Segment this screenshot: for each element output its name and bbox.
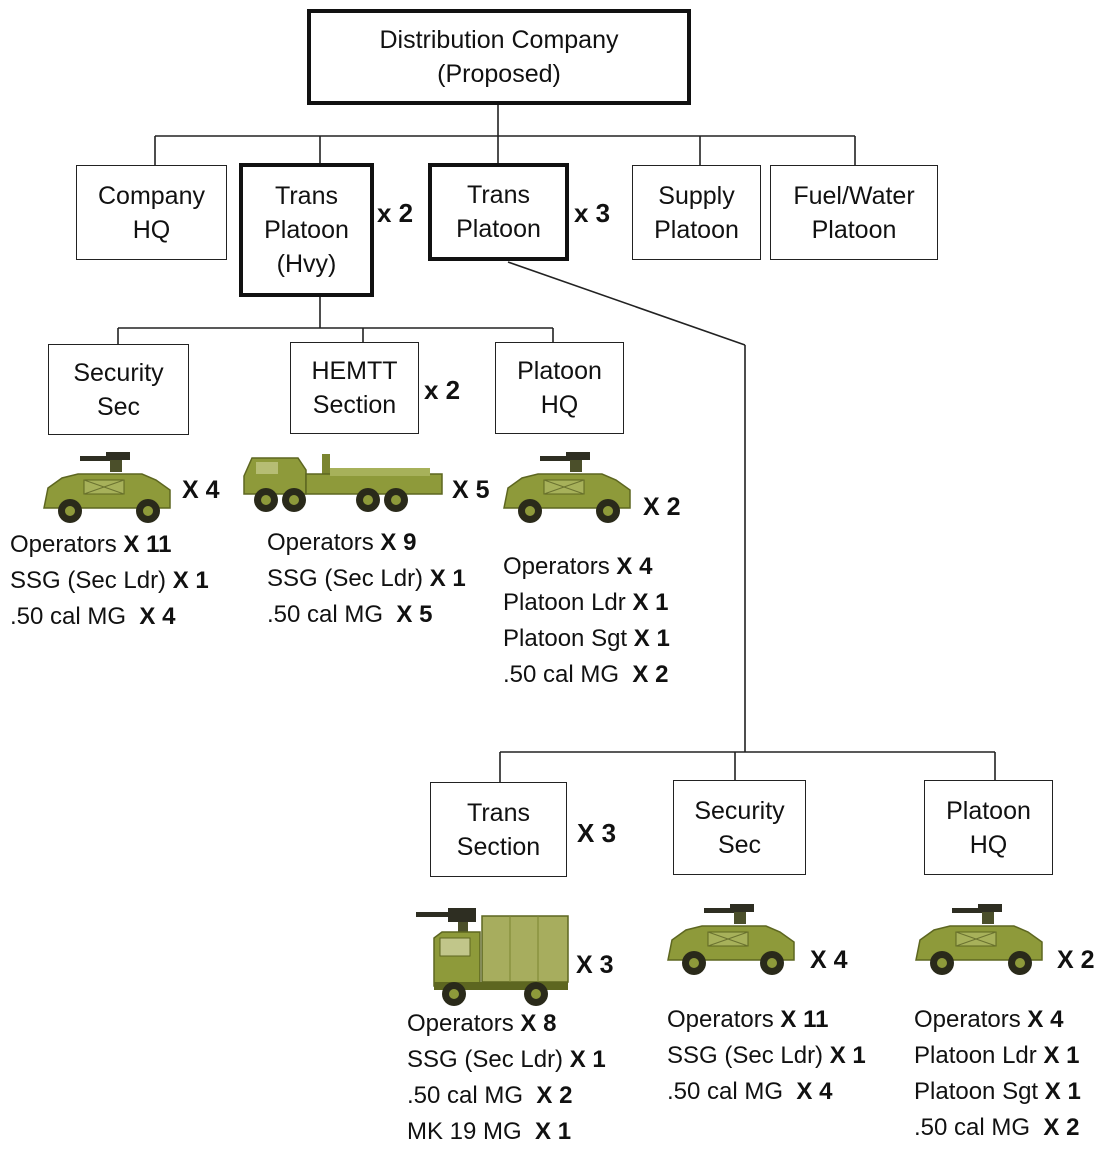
trans-platoon-multiplier: x 3 — [574, 198, 611, 228]
hvy-platoon-hq-line1: Platoon — [517, 357, 602, 385]
hvy-security-sec-box: Security Sec — [48, 344, 189, 435]
roster-item: MK 19 MG X 1 — [407, 1118, 572, 1145]
roster-item: .50 cal MG X 2 — [407, 1082, 573, 1109]
hemtt-section-box: HEMTT Section — [290, 342, 419, 434]
roster-item: Operators X 4 — [503, 553, 653, 580]
hemtt-truck-icon — [243, 454, 443, 512]
roster-item: Platoon Sgt X 1 — [914, 1078, 1081, 1105]
company-hq-line2: HQ — [132, 215, 171, 244]
trans-security-sec-line1: Security — [694, 796, 785, 825]
hemtt-section-multiplier: x 2 — [424, 375, 461, 405]
trans-platoon-hq-line2: HQ — [969, 830, 1008, 859]
roster-item: Platoon Ldr X 1 — [914, 1042, 1080, 1069]
trans-section-vehicle-count: X 3 — [576, 951, 614, 979]
roster-item: SSG (Sec Ldr) X 1 — [407, 1046, 606, 1073]
trans-section-line2: Section — [456, 832, 541, 861]
roster-item: Operators X 8 — [407, 1010, 557, 1037]
roster-item: .50 cal MG X 4 — [667, 1078, 833, 1105]
distribution-company-box: Distribution Company (Proposed) — [307, 9, 691, 105]
roster-item: .50 cal MG X 5 — [267, 601, 433, 628]
roster-item: SSG (Sec Ldr) X 1 — [667, 1042, 866, 1069]
trans-platoon-hvy-line2: Platoon — [264, 216, 349, 244]
roster-item: .50 cal MG X 2 — [914, 1114, 1080, 1141]
trans-platoon-line1: Trans — [467, 181, 530, 209]
supply-platoon-line1: Supply — [658, 181, 735, 210]
distribution-company-subtitle: (Proposed) — [437, 60, 561, 88]
trans-security-sec-line2: Sec — [717, 830, 762, 859]
hemtt-section-vehicle-count: X 5 — [452, 476, 490, 504]
roster-item: Operators X 11 — [667, 1006, 829, 1033]
trans-platoon-hvy-line3: (Hvy) — [276, 250, 337, 278]
trans-platoon-hq-box: Platoon HQ — [924, 780, 1053, 875]
supply-platoon-line2: Platoon — [654, 215, 739, 244]
roster-item: Platoon Sgt X 1 — [503, 625, 670, 652]
trans-platoon-hq-line1: Platoon — [946, 796, 1031, 825]
trans-platoon-line2: Platoon — [456, 215, 541, 243]
trans-security-sec-vehicle-count: X 4 — [810, 946, 848, 974]
distribution-company-title: Distribution Company — [379, 26, 619, 54]
humvee-icon — [915, 904, 1043, 975]
hvy-security-sec-line1: Security — [73, 358, 164, 387]
humvee-icon — [43, 452, 171, 523]
trans-platoon-box: Trans Platoon — [428, 163, 569, 261]
supply-platoon-box: Supply Platoon — [632, 165, 761, 260]
trans-security-sec-roster: Operators X 11 SSG (Sec Ldr) X 1 .50 cal… — [667, 1002, 866, 1110]
roster-item: Operators X 11 — [10, 531, 172, 558]
trans-section-box: Trans Section — [430, 782, 567, 877]
trans-platoon-hvy-line1: Trans — [275, 182, 338, 210]
hvy-security-sec-roster: Operators X 11 SSG (Sec Ldr) X 1 .50 cal… — [10, 527, 209, 635]
hvy-platoon-hq-line2: HQ — [540, 391, 579, 419]
humvee-icon — [667, 904, 795, 975]
fuel-water-platoon-line1: Fuel/Water — [793, 181, 915, 210]
cargo-truck-icon — [416, 908, 569, 1006]
roster-item: .50 cal MG X 2 — [503, 661, 669, 688]
trans-platoon-hvy-multiplier: x 2 — [377, 198, 414, 228]
trans-section-roster: Operators X 8 SSG (Sec Ldr) X 1 .50 cal … — [407, 1006, 606, 1150]
hemtt-section-line2: Section — [312, 391, 397, 419]
hvy-security-sec-vehicle-count: X 4 — [182, 476, 220, 504]
hvy-platoon-hq-box: Platoon HQ — [495, 342, 624, 434]
fuel-water-platoon-box: Fuel/Water Platoon — [770, 165, 938, 260]
hvy-platoon-hq-vehicle-count: X 2 — [643, 493, 681, 521]
company-hq-line1: Company — [98, 181, 205, 210]
trans-security-sec-box: Security Sec — [673, 780, 806, 875]
trans-section-line1: Trans — [467, 798, 530, 827]
trans-platoon-hvy-box: Trans Platoon (Hvy) — [239, 163, 374, 297]
roster-item: SSG (Sec Ldr) X 1 — [267, 565, 466, 592]
trans-platoon-hq-vehicle-count: X 2 — [1057, 946, 1095, 974]
hvy-platoon-hq-roster: Operators X 4 Platoon Ldr X 1 Platoon Sg… — [503, 549, 670, 693]
company-hq-box: Company HQ — [76, 165, 227, 260]
fuel-water-platoon-line2: Platoon — [811, 215, 897, 244]
hemtt-section-roster: Operators X 9 SSG (Sec Ldr) X 1 .50 cal … — [267, 525, 466, 633]
roster-item: .50 cal MG X 4 — [10, 603, 176, 630]
roster-item: Operators X 4 — [914, 1006, 1064, 1033]
trans-platoon-hq-roster: Operators X 4 Platoon Ldr X 1 Platoon Sg… — [914, 1002, 1081, 1146]
humvee-icon — [503, 452, 631, 523]
hemtt-section-line1: HEMTT — [311, 357, 398, 385]
roster-item: SSG (Sec Ldr) X 1 — [10, 567, 209, 594]
roster-item: Platoon Ldr X 1 — [503, 589, 669, 616]
hvy-security-sec-line2: Sec — [96, 392, 141, 421]
trans-section-multiplier: X 3 — [577, 818, 617, 848]
roster-item: Operators X 9 — [267, 529, 417, 556]
